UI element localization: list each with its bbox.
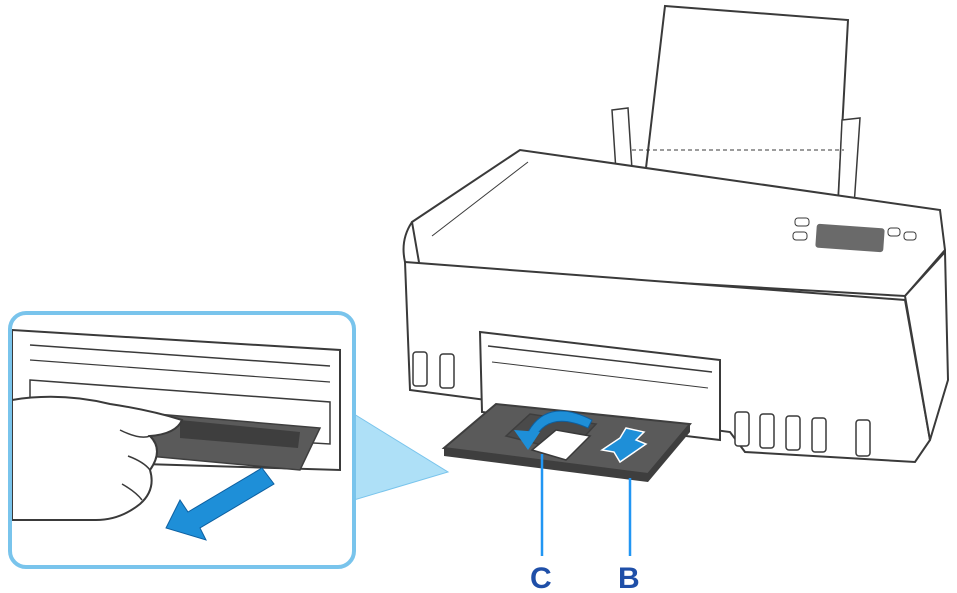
callout-label-b: B: [618, 562, 640, 593]
ink-tank-windows: [412, 351, 871, 457]
control-panel: [792, 217, 917, 253]
output-tray-extension: [504, 413, 598, 461]
hand-illustration: [12, 395, 184, 521]
ink-tank-window: [412, 351, 428, 387]
pull-out-arrow: [600, 427, 648, 464]
panel-button: [794, 217, 810, 227]
ink-tank-window: [785, 415, 801, 451]
callout-label-c: C: [530, 562, 552, 593]
panel-button: [792, 231, 808, 241]
panel-display: [815, 223, 885, 253]
callout-c: C: [530, 454, 552, 593]
ink-tank-window: [855, 419, 871, 457]
open-extension-arrow: [514, 410, 593, 450]
ink-tank-window: [759, 413, 775, 449]
zoom-cone: [353, 413, 450, 501]
panel-button: [887, 227, 901, 237]
ink-tank-window: [811, 417, 827, 453]
zoom-inset: [8, 311, 356, 569]
ink-tank-window: [439, 353, 455, 389]
panel-button: [903, 231, 917, 241]
inset-pull-arrow: [165, 467, 275, 541]
callout-b: B: [618, 478, 640, 593]
ink-tank-window: [734, 411, 750, 447]
